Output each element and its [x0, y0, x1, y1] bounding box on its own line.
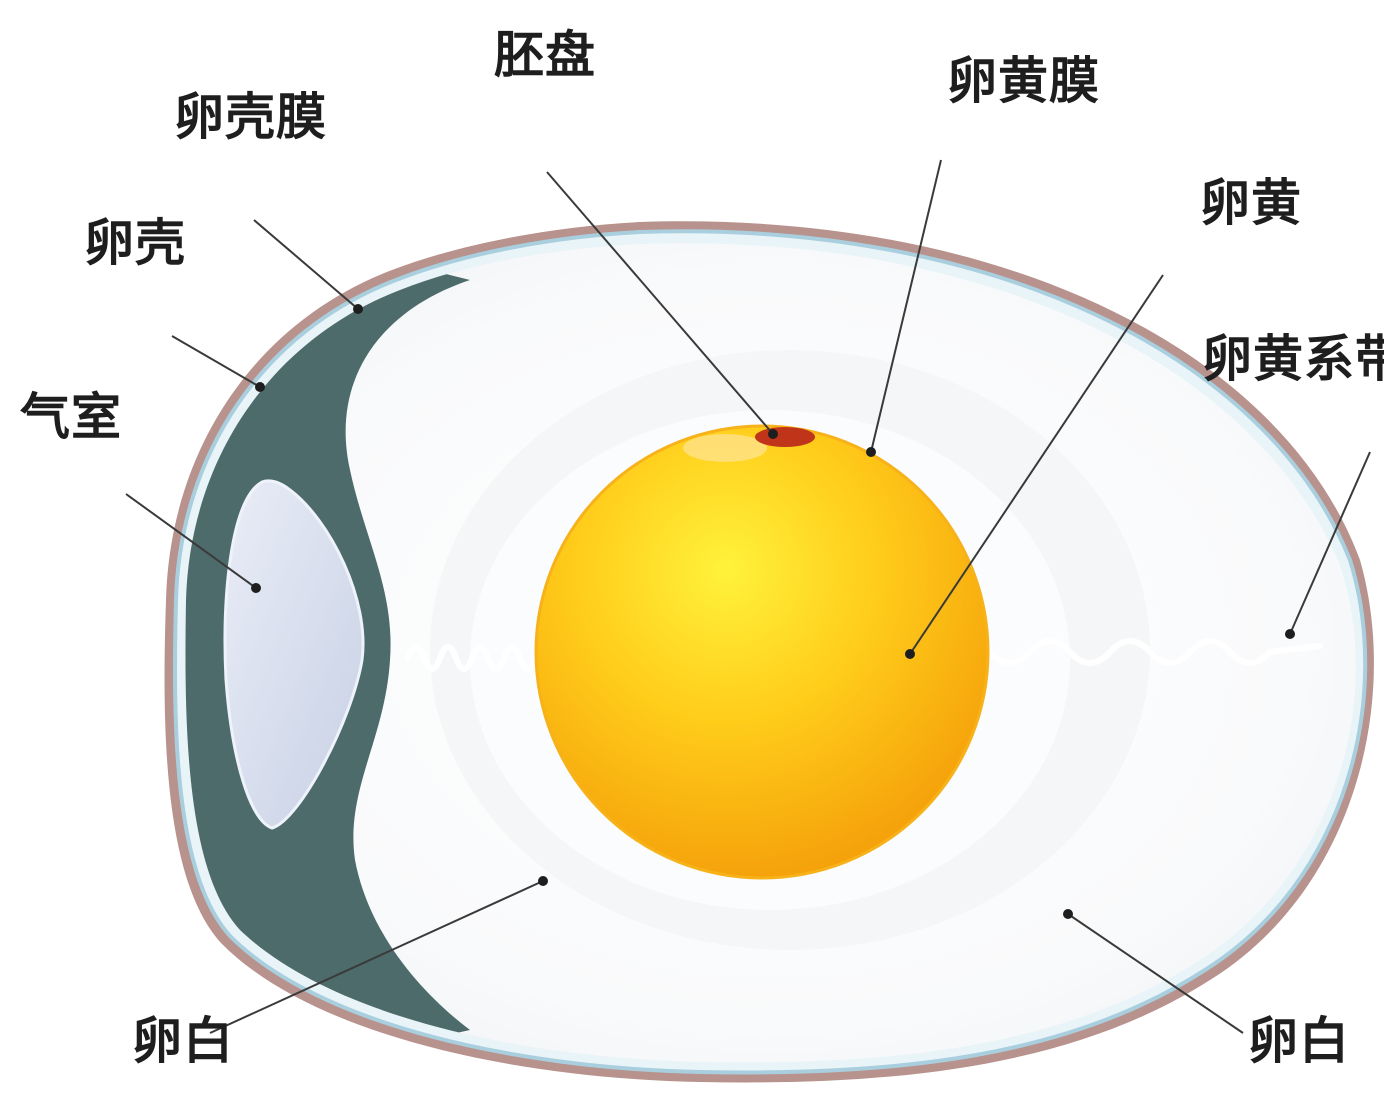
- label-embryo-disc: 胚盘: [494, 26, 596, 84]
- label-vitelline-membrane: 卵黄膜: [947, 52, 1100, 110]
- dot-shell-membrane: [353, 304, 363, 314]
- label-shell-membrane: 卵壳膜: [174, 88, 327, 146]
- dot-albumen-right: [1063, 909, 1073, 919]
- yolk-highlight: [683, 434, 767, 462]
- leader-vitelline-membrane: [870, 159, 942, 453]
- chalaza-left: [405, 644, 539, 672]
- leader-yolk: [909, 274, 1164, 655]
- dot-vitelline-membrane: [866, 447, 876, 457]
- label-albumen-right: 卵白: [1248, 1012, 1350, 1070]
- yolk: [534, 424, 990, 880]
- air-cell: [223, 479, 365, 830]
- dot-embryo-disc: [768, 429, 778, 439]
- dot-yolk: [905, 649, 915, 659]
- leader-shell: [171, 335, 261, 388]
- label-yolk: 卵黄: [1200, 174, 1302, 232]
- leader-embryo-disc: [546, 171, 774, 435]
- leader-shell-membrane: [253, 219, 359, 310]
- leader-air-cell: [125, 493, 257, 589]
- label-air-cell: 气室: [20, 388, 122, 446]
- dot-chalaza: [1285, 629, 1295, 639]
- label-shell: 卵壳: [84, 214, 186, 272]
- label-albumen-left: 卵白: [132, 1012, 234, 1070]
- label-chalaza: 卵黄系带: [1202, 330, 1384, 388]
- dot-shell: [255, 382, 265, 392]
- chalaza-right: [987, 638, 1323, 666]
- dot-air-cell: [251, 583, 261, 593]
- leader-albumen-right: [1067, 913, 1244, 1034]
- embryo-disc: [755, 427, 815, 447]
- dot-albumen-left: [538, 876, 548, 886]
- leader-chalaza: [1289, 451, 1371, 635]
- leader-albumen-left: [209, 880, 544, 1034]
